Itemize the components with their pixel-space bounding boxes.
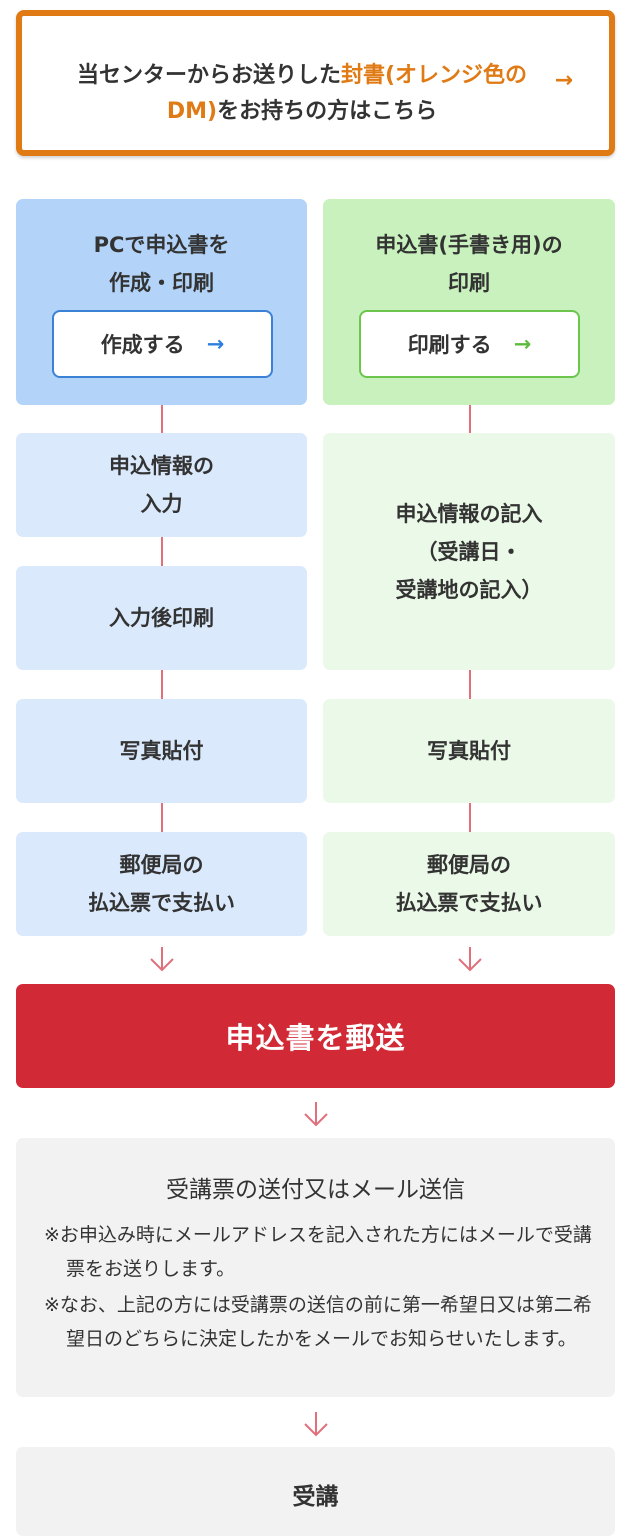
pc-create-heading: PCで申込書を 作成・印刷 (16, 226, 307, 302)
right-step-fill-in-line1: 申込情報の記入 (395, 501, 543, 526)
handwrite-print-card: 申込書(手書き用)の 印刷 印刷する → (323, 199, 615, 405)
left-step-input-line2: 入力 (140, 492, 183, 516)
handwrite-print-heading-line1: 申込書(手書き用)の (375, 233, 563, 257)
right-step-payment-line1: 郵便局の (427, 853, 511, 877)
right-step-payment-line2: 払込票で支払い (395, 891, 543, 915)
left-step-print-line1: 入力後印刷 (109, 606, 214, 630)
banner-text-before: 当センターからお送りした (76, 63, 341, 88)
mail-application-label: 申込書を郵送 (225, 1021, 406, 1055)
arrow-right-icon: → (206, 332, 225, 356)
handwrite-print-heading-line2: 印刷 (448, 271, 490, 295)
handwrite-print-heading: 申込書(手書き用)の 印刷 (323, 226, 615, 302)
left-step-input-line1: 申込情報の (109, 454, 214, 478)
pc-create-heading-line1: PCで申込書を (93, 233, 230, 257)
connector-line (469, 670, 471, 699)
connector-line (161, 537, 163, 566)
right-step-photo-line1: 写真貼付 (427, 739, 511, 763)
left-step-input: 申込情報の 入力 (16, 433, 307, 537)
arrow-down-icon (304, 1102, 328, 1127)
attend-step: 受講 (16, 1447, 615, 1536)
right-step-fill-in-line3: 受講地の記入） (395, 577, 543, 602)
pc-create-heading-line2: 作成・印刷 (109, 271, 214, 295)
left-step-photo-line1: 写真貼付 (119, 739, 204, 763)
left-step-payment: 郵便局の 払込票で支払い (16, 832, 307, 936)
banner-text: 当センターからお送りした封書(オレンジ色のDM)をお持ちの方はこちら (62, 58, 542, 130)
arrow-right-icon: → (554, 68, 573, 93)
arrow-down-icon (150, 947, 174, 972)
connector-line (161, 803, 163, 832)
orange-dm-banner-link[interactable]: 当センターからお送りした封書(オレンジ色のDM)をお持ちの方はこちら → (16, 10, 615, 156)
mail-application-step: 申込書を郵送 (16, 984, 615, 1088)
left-step-payment-line2: 払込票で支払い (88, 891, 235, 915)
print-button-label: 印刷する (407, 333, 492, 357)
connector-line (161, 405, 163, 433)
arrow-down-icon (304, 1412, 328, 1437)
attend-step-label: 受講 (292, 1484, 339, 1510)
ticket-step: 受講票の送付又はメール送信 ※お申込み時にメールアドレスを記入された方にはメール… (16, 1138, 615, 1397)
ticket-step-title: 受講票の送付又はメール送信 (166, 1177, 465, 1203)
arrow-down-icon (458, 947, 482, 972)
arrow-right-icon: → (513, 332, 532, 356)
connector-line (469, 405, 471, 433)
create-button-label: 作成する (100, 333, 185, 357)
right-step-payment: 郵便局の 払込票で支払い (323, 832, 615, 936)
banner-text-accent: 封書(オレンジ色のDM) (166, 63, 528, 124)
right-step-photo: 写真貼付 (323, 699, 615, 803)
ticket-note-1: ※お申込み時にメールアドレスを記入された方にはメールで受講票をお送りします。 (44, 1224, 592, 1280)
banner-text-after: をお持ちの方はこちら (217, 99, 438, 124)
right-step-fill-in-line2: （受講日・ (416, 539, 522, 564)
connector-line (469, 803, 471, 832)
left-step-photo: 写真貼付 (16, 699, 307, 803)
left-step-payment-line1: 郵便局の (119, 853, 204, 877)
print-button[interactable]: 印刷する → (359, 310, 580, 378)
ticket-note-2: ※なお、上記の方には受講票の送信の前に第一希望日又は第二希望日のどちらに決定した… (44, 1294, 592, 1350)
left-step-print: 入力後印刷 (16, 566, 307, 670)
right-step-fill-in: 申込情報の記入 （受講日・ 受講地の記入） (323, 433, 615, 670)
create-button[interactable]: 作成する → (52, 310, 273, 378)
connector-line (161, 670, 163, 699)
pc-create-card: PCで申込書を 作成・印刷 作成する → (16, 199, 307, 405)
